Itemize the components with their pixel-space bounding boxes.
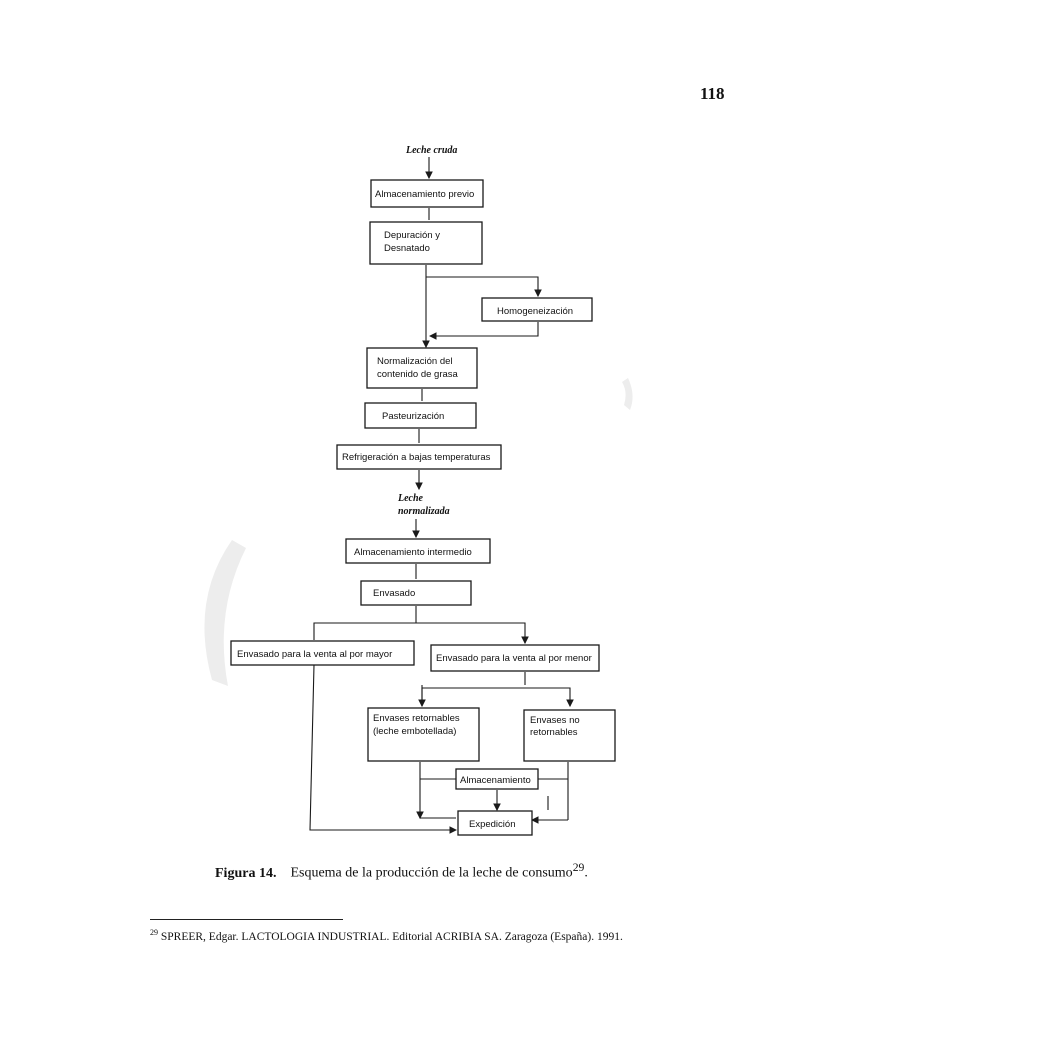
step-expedicion: Expedición xyxy=(457,810,533,836)
step-refrigeracion: Refrigeración a bajas temperaturas xyxy=(336,444,502,470)
svg-text:(leche embotellada): (leche embotellada) xyxy=(373,726,456,737)
svg-text:Envasado para la venta al por: Envasado para la venta al por mayor xyxy=(237,649,392,660)
page-number: 118 xyxy=(700,84,725,103)
svg-text:Homogeneización: Homogeneización xyxy=(497,306,573,317)
step-envases-retornables: Envases retornables (leche embotellada) xyxy=(367,707,480,762)
figure-caption-end: . xyxy=(584,865,588,881)
footnote-separator xyxy=(150,919,343,920)
svg-text:Almacenamiento: Almacenamiento xyxy=(460,775,531,786)
step-depuracion-desnatado: Depuración y Desnatado xyxy=(369,221,483,265)
step-almacenamiento: Almacenamiento xyxy=(455,768,539,790)
svg-text:Normalización del: Normalización del xyxy=(377,356,453,367)
svg-text:Envases retornables: Envases retornables xyxy=(373,713,460,724)
footnote-number: 29 xyxy=(150,928,158,937)
input-label: Leche cruda xyxy=(405,145,457,156)
svg-text:contenido de grasa: contenido de grasa xyxy=(377,369,459,380)
figure-caption-text: Esquema de la producción de la leche de … xyxy=(290,865,573,881)
step-venta-menor: Envasado para la venta al por menor xyxy=(430,644,600,672)
footnote: 29 SPREER, Edgar. LACTOLOGIA INDUSTRIAL.… xyxy=(150,928,623,943)
step-envases-no-retornables: Envases no retornables xyxy=(523,709,616,762)
svg-text:Pasteurización: Pasteurización xyxy=(382,411,444,422)
svg-text:Envases no: Envases no xyxy=(530,715,580,726)
step-normalizacion: Normalización del contenido de grasa xyxy=(366,347,478,389)
svg-text:Refrigeración a bajas temperat: Refrigeración a bajas temperaturas xyxy=(342,452,491,463)
svg-text:Depuración y: Depuración y xyxy=(384,230,440,241)
svg-text:Envasado para la venta al por: Envasado para la venta al por menor xyxy=(436,653,592,664)
step-pasteurizacion: Pasteurización xyxy=(364,402,477,429)
svg-text:Desnatado: Desnatado xyxy=(384,243,430,254)
figure-label: Figura 14. xyxy=(215,865,277,881)
step-venta-mayor: Envasado para la venta al por mayor xyxy=(230,640,415,666)
figure-caption: Figura 14. Esquema de la producción de la… xyxy=(215,861,588,882)
step-envasado: Envasado xyxy=(360,580,472,606)
svg-text:Almacenamiento intermedio: Almacenamiento intermedio xyxy=(354,547,472,558)
intermediate-label: Leche normalizada xyxy=(397,493,450,517)
footnote-text: SPREER, Edgar. LACTOLOGIA INDUSTRIAL. Ed… xyxy=(160,930,623,943)
svg-text:retornables: retornables xyxy=(530,727,578,738)
svg-text:Envasado: Envasado xyxy=(373,588,415,599)
step-almacenamiento-intermedio: Almacenamiento intermedio xyxy=(345,538,491,564)
svg-text:Expedición: Expedición xyxy=(469,819,515,830)
step-homogeneizacion: Homogeneización xyxy=(481,297,593,322)
svg-text:Almacenamiento previo: Almacenamiento previo xyxy=(375,189,474,200)
step-almacenamiento-previo: Almacenamiento previo xyxy=(370,179,484,208)
flow-connectors xyxy=(309,157,574,834)
figure-caption-ref: 29 xyxy=(572,861,585,874)
